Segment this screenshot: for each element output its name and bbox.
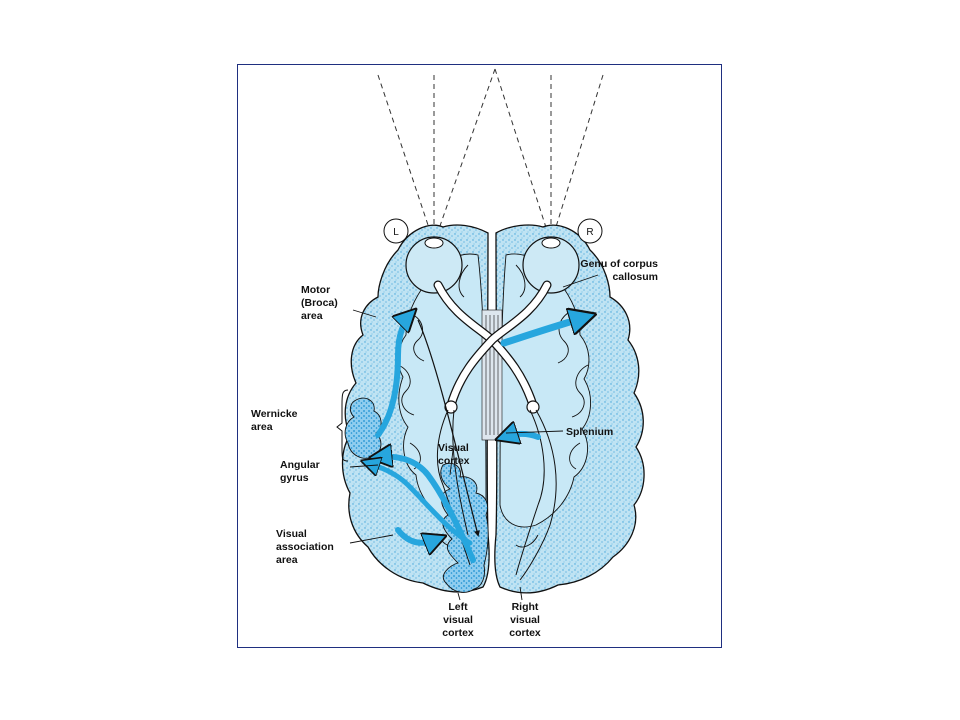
svg-text:visual: visual xyxy=(510,614,540,626)
svg-text:Right: Right xyxy=(512,601,539,613)
optic-radiations xyxy=(436,409,557,581)
svg-text:visual: visual xyxy=(443,614,473,626)
label-right-visual-cortex: Right visual cortex xyxy=(509,601,541,639)
label-angular-gyrus: Angular gyrus xyxy=(280,459,320,484)
svg-text:Visual: Visual xyxy=(438,442,469,454)
svg-text:cortex: cortex xyxy=(438,455,470,467)
eye-label-circle-left xyxy=(383,218,409,244)
svg-text:cortex: cortex xyxy=(442,627,474,639)
right-eye xyxy=(522,236,580,294)
svg-text:area: area xyxy=(251,421,273,433)
wernicke-bracket xyxy=(336,389,349,462)
svg-text:gyrus: gyrus xyxy=(280,472,309,484)
svg-text:Motor: Motor xyxy=(301,284,330,296)
left-visual-cortex-region xyxy=(440,462,489,593)
svg-text:association: association xyxy=(276,541,334,553)
leader-lines xyxy=(349,274,599,601)
label-motor: Motor (Broca) area xyxy=(301,284,338,322)
svg-text:Visual: Visual xyxy=(276,528,307,540)
eye-label-circle-right xyxy=(577,218,603,244)
brain-visual-pathway-diagram: L R Motor xyxy=(251,68,658,639)
svg-text:Wernicke: Wernicke xyxy=(251,408,298,420)
eye-label-right: R xyxy=(586,227,593,238)
eye-label-left: L xyxy=(393,227,399,238)
label-visual-association: Visual association area xyxy=(276,528,334,566)
optic-pathways xyxy=(433,280,552,414)
left-eye xyxy=(405,236,463,294)
svg-text:area: area xyxy=(301,310,323,322)
svg-text:(Broca): (Broca) xyxy=(301,297,338,309)
visual-field-lines xyxy=(377,68,604,244)
svg-text:Genu of corpus: Genu of corpus xyxy=(580,258,658,270)
svg-text:cortex: cortex xyxy=(509,627,541,639)
information-flow-arrows xyxy=(368,315,586,563)
label-visual-cortex: Visual cortex xyxy=(438,442,470,467)
gyri-folds xyxy=(397,264,589,548)
callosal-arrow xyxy=(417,319,480,537)
svg-text:Left: Left xyxy=(448,601,468,613)
svg-text:area: area xyxy=(276,554,298,566)
label-left-visual-cortex: Left visual cortex xyxy=(442,601,474,639)
label-wernicke: Wernicke area xyxy=(251,408,298,433)
label-splenium: Splenium xyxy=(566,426,613,438)
svg-text:Angular: Angular xyxy=(280,459,320,471)
label-genu: Genu of corpus callosum xyxy=(580,258,658,283)
svg-text:callosum: callosum xyxy=(612,271,658,283)
figure-frame: L R Motor xyxy=(237,64,722,648)
